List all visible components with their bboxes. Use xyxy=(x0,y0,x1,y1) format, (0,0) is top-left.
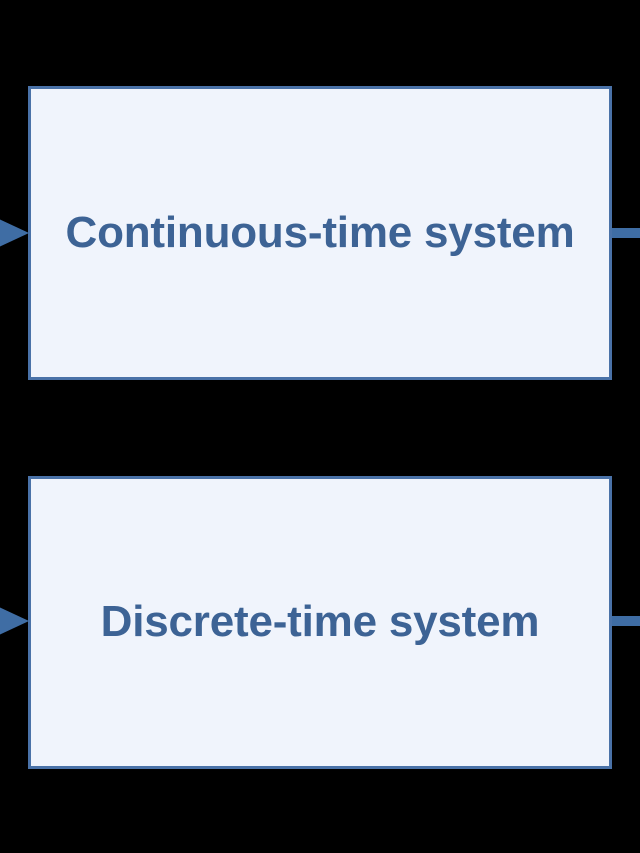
block-continuous-time-system[interactable]: Continuous-time system xyxy=(28,86,612,380)
block-discrete-time-system[interactable]: Discrete-time system xyxy=(28,476,612,769)
block-label-discrete-time-system: Discrete-time system xyxy=(100,597,540,647)
input-arrow-continuous xyxy=(0,219,29,247)
block-label-continuous-time-system: Continuous-time system xyxy=(65,207,575,257)
input-arrow-discrete xyxy=(0,607,29,635)
